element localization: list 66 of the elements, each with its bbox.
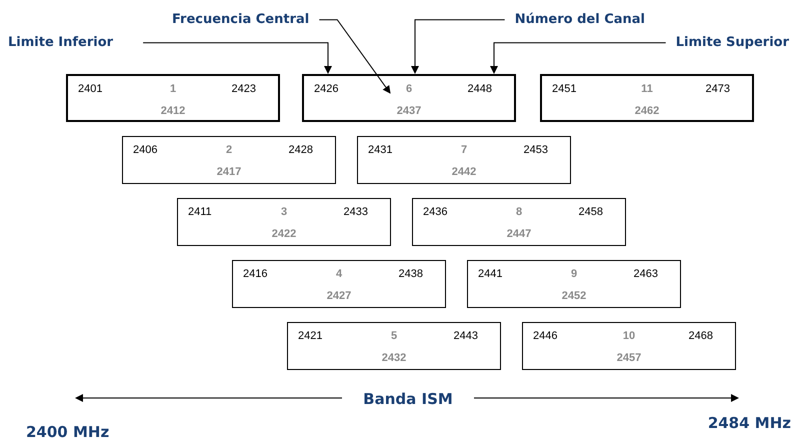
channel-number: 2 — [226, 143, 232, 158]
channel-box — [232, 260, 446, 308]
upper-frequency: 2443 — [454, 329, 478, 344]
frequency-label: 2484 MHz — [708, 413, 791, 434]
center-frequency: 2427 — [326, 289, 352, 304]
lower-frequency: 2401 — [78, 82, 102, 97]
channel-box — [467, 260, 681, 308]
lower-frequency: 2426 — [314, 82, 338, 97]
leader-line — [490, 42, 666, 74]
upper-frequency: 2453 — [524, 143, 548, 158]
channel-number: 5 — [390, 329, 398, 344]
callout-label: Frecuencia Central — [172, 10, 310, 30]
channel-box — [66, 74, 280, 122]
leader-line — [411, 19, 506, 74]
lower-frequency: 2411 — [188, 205, 212, 220]
lower-frequency: 2406 — [133, 143, 158, 158]
channel-box — [302, 74, 516, 122]
channel-number: 10 — [622, 329, 636, 344]
center-frequency: 2452 — [562, 289, 586, 304]
upper-frequency: 2468 — [688, 329, 713, 344]
channel-number: 4 — [336, 267, 342, 282]
channel-box — [412, 198, 626, 246]
lower-frequency: 2451 — [552, 82, 576, 97]
channel-box — [177, 198, 391, 246]
lower-frequency: 2431 — [368, 143, 392, 158]
center-frequency: 2462 — [634, 104, 660, 119]
upper-frequency: 2428 — [288, 143, 313, 158]
upper-frequency: 2458 — [578, 205, 603, 220]
lower-frequency: 2421 — [298, 329, 322, 344]
channel-number: 8 — [516, 205, 522, 220]
channel-number: 11 — [641, 82, 653, 97]
channel-number: 6 — [406, 82, 412, 97]
center-frequency: 2457 — [616, 351, 642, 366]
lower-frequency: 2446 — [533, 329, 558, 344]
callout-label: Limite Superior — [676, 33, 789, 52]
lower-frequency: 2436 — [423, 205, 448, 220]
callout-label: Limite Inferior — [8, 33, 114, 52]
band-label: Banda ISM — [362, 389, 454, 410]
center-frequency: 2412 — [160, 104, 186, 119]
channel-number: 3 — [280, 205, 288, 220]
upper-frequency: 2423 — [232, 82, 256, 97]
channel-box — [522, 322, 736, 370]
frequency-label: 2400 MHz — [26, 422, 110, 443]
channel-number: 1 — [170, 82, 176, 97]
center-frequency: 2442 — [452, 165, 476, 180]
channel-number: 9 — [570, 267, 578, 282]
upper-frequency: 2473 — [706, 82, 730, 97]
channel-box — [122, 136, 336, 184]
channel-box — [287, 322, 501, 370]
lower-frequency: 2441 — [478, 267, 502, 282]
center-frequency: 2422 — [272, 227, 296, 242]
channel-number: 7 — [460, 143, 468, 158]
lower-frequency: 2416 — [243, 267, 268, 282]
channel-box — [357, 136, 571, 184]
center-frequency: 2447 — [506, 227, 532, 242]
center-frequency: 2417 — [216, 165, 242, 180]
upper-frequency: 2448 — [468, 82, 492, 97]
leader-line — [318, 19, 391, 94]
center-frequency: 2432 — [382, 351, 406, 366]
leader-line — [142, 42, 332, 74]
upper-frequency: 2433 — [344, 205, 368, 220]
callout-label: Número del Canal — [514, 10, 645, 30]
channel-box — [540, 74, 754, 122]
upper-frequency: 2463 — [634, 267, 658, 282]
center-frequency: 2437 — [396, 104, 422, 119]
upper-frequency: 2438 — [398, 267, 423, 282]
